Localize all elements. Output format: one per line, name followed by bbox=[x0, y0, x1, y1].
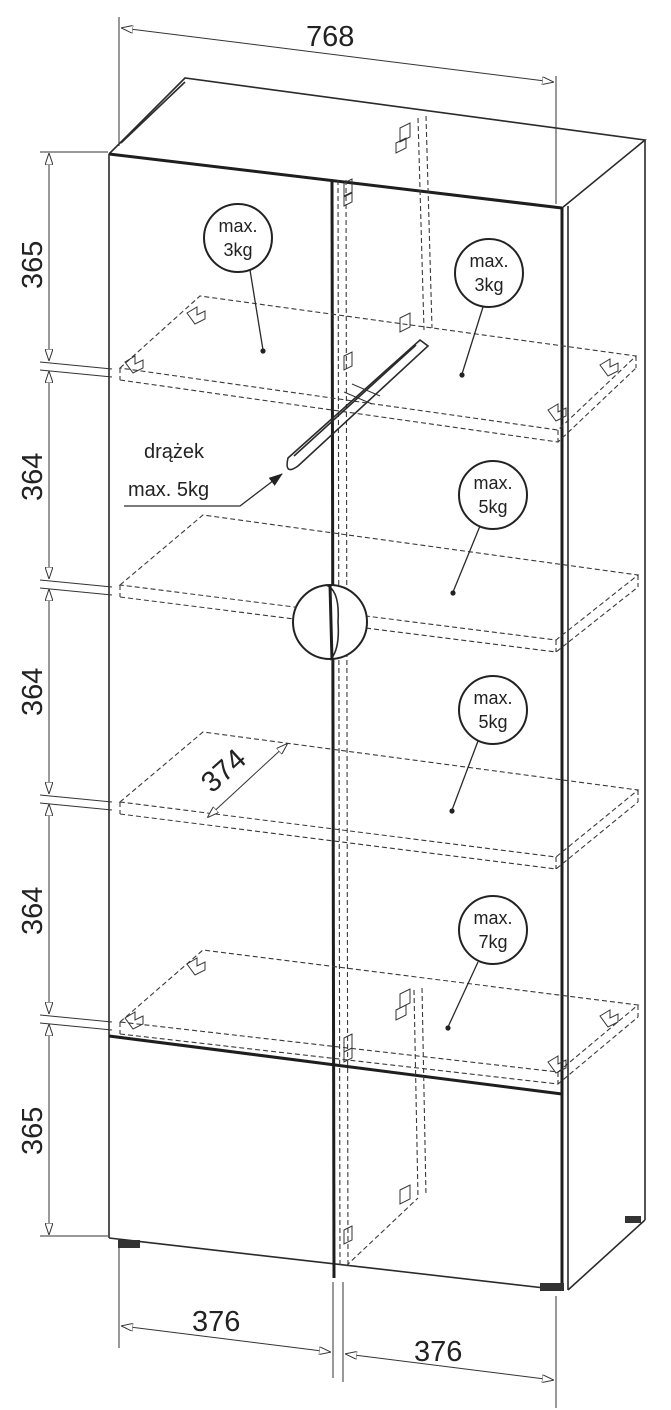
shelf-4 bbox=[118, 949, 640, 1085]
load-bubble-shelf-3: max. 5kg bbox=[449, 675, 528, 814]
load-bubble-top-left: max. 3kg bbox=[203, 203, 273, 354]
height-label-4: 364 bbox=[17, 887, 49, 935]
height-label-5: 365 bbox=[17, 1107, 49, 1155]
load-bubble-shelf-2: max. 5kg bbox=[450, 460, 528, 596]
shelf-depth-label: 374 bbox=[195, 743, 252, 799]
overall-width-dimension: 768 bbox=[118, 17, 557, 204]
shelf-3 bbox=[118, 731, 640, 870]
door-handle[interactable] bbox=[292, 584, 368, 661]
load-bubble-top-right: max. 3kg bbox=[454, 238, 524, 378]
overall-width-label: 768 bbox=[306, 21, 354, 53]
rail-load-label: max. 5kg bbox=[128, 479, 209, 501]
rail-callout: drążek max. 5kg bbox=[124, 441, 283, 507]
door-width-left-label: 376 bbox=[192, 1306, 240, 1338]
load-bubble-line1: max. bbox=[473, 688, 512, 708]
load-bubble-line2: 3kg bbox=[474, 275, 503, 295]
load-bubble-line2: 5kg bbox=[478, 712, 507, 732]
load-bubble-line2: 5kg bbox=[478, 497, 507, 517]
height-label-3: 364 bbox=[17, 668, 49, 716]
load-bubble-line1: max. bbox=[473, 473, 512, 493]
cabinet-body bbox=[108, 77, 647, 1291]
shelf-2 bbox=[118, 514, 640, 653]
height-dimensions: 365 364 364 364 365 bbox=[17, 151, 113, 1237]
load-bubble-line2: 3kg bbox=[223, 240, 252, 260]
shelf-1 bbox=[118, 295, 638, 443]
load-bubble-line1: max. bbox=[469, 251, 508, 271]
shelf-depth-dimension: 374 bbox=[195, 743, 287, 817]
height-label-2: 364 bbox=[17, 453, 49, 501]
height-label-1: 365 bbox=[17, 241, 49, 289]
load-bubble-line2: 7kg bbox=[478, 932, 507, 952]
shelf-pin-brackets bbox=[124, 122, 619, 1245]
rail-name-label: drążek bbox=[144, 441, 205, 463]
hinge-columns bbox=[337, 115, 433, 1269]
load-bubble-line1: max. bbox=[218, 216, 257, 236]
load-bubble-bottom: max. 7kg bbox=[445, 895, 528, 1031]
door-width-dimensions: 376 376 bbox=[118, 1248, 557, 1408]
hanging-rail[interactable] bbox=[286, 338, 430, 471]
load-bubble-line1: max. bbox=[473, 908, 512, 928]
door-width-right-label: 376 bbox=[414, 1336, 462, 1368]
